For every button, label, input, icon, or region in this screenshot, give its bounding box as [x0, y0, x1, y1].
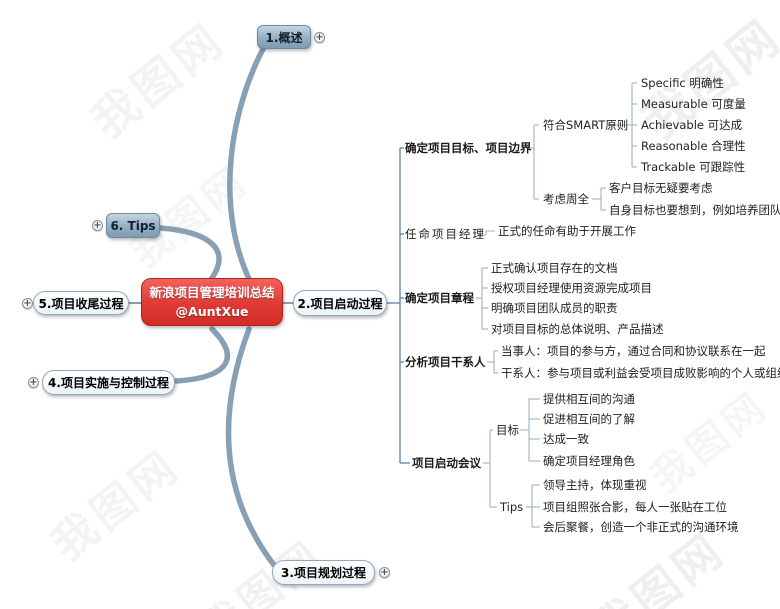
node-smart[interactable]: 符合SMART原则 [543, 118, 629, 132]
node-charter-item[interactable]: 正式确认项目存在的文档 [491, 261, 618, 275]
node-goal-item[interactable]: 促进相互间的了解 [543, 412, 635, 426]
node-smart-item[interactable]: Reasonable 合理性 [641, 139, 746, 153]
node-charter[interactable]: 确定项目章程 [405, 291, 474, 305]
expand-button-planning[interactable]: + [379, 567, 390, 578]
node-appoint-pm[interactable]: 任命项目经理 [405, 227, 486, 241]
expand-button-execution[interactable]: + [28, 377, 39, 388]
node-tips-item[interactable]: 会后聚餐，创造一个非正式的沟通环境 [543, 520, 739, 534]
topic-initiation[interactable]: 2.项目启动过程 [293, 290, 387, 316]
topic-tips[interactable]: 6. Tips [106, 213, 160, 238]
node-goal-item[interactable]: 达成一致 [543, 432, 589, 446]
node-stakeholder-item[interactable]: 当事人：项目的参与方，通过合同和协议联系在一起 [501, 344, 766, 358]
node-smart-item[interactable]: Trackable 可跟踪性 [641, 160, 746, 174]
node-charter-item[interactable]: 明确项目团队成员的职责 [491, 301, 618, 315]
central-topic-title: 新浪项目管理培训总结 [149, 284, 275, 300]
node-kickoff-tips[interactable]: Tips [500, 500, 524, 514]
topic-execution-control[interactable]: 4.项目实施与控制过程 [42, 370, 175, 395]
expand-button-closing[interactable]: + [22, 298, 33, 309]
node-smart-item[interactable]: Measurable 可度量 [641, 97, 746, 111]
topic-closing[interactable]: 5.项目收尾过程 [33, 291, 129, 315]
node-appoint-note[interactable]: 正式的任命有助于开展工作 [498, 224, 636, 238]
node-goal-item[interactable]: 提供相互间的沟通 [543, 392, 635, 406]
node-consider-item[interactable]: 自身目标也要想到，例如培养团队 [609, 203, 780, 217]
node-smart-item[interactable]: Achievable 可达成 [641, 118, 743, 132]
node-smart-item[interactable]: Specific 明确性 [641, 76, 724, 90]
expand-button-overview[interactable]: + [314, 32, 325, 43]
node-kickoff-goal[interactable]: 目标 [496, 423, 519, 437]
topic-overview[interactable]: 1.概述 [257, 25, 311, 49]
node-stakeholder[interactable]: 分析项目干系人 [405, 355, 486, 369]
topic-planning[interactable]: 3.项目规划过程 [272, 560, 375, 585]
central-topic[interactable]: 新浪项目管理培训总结 @AuntXue [141, 278, 283, 326]
node-consider-item[interactable]: 客户目标无疑要考虑 [609, 181, 713, 195]
node-tips-item[interactable]: 项目组照张合影，每人一张贴在工位 [543, 500, 727, 514]
node-consider[interactable]: 考虑周全 [543, 192, 589, 206]
node-goal-item[interactable]: 确定项目经理角色 [543, 454, 635, 468]
node-kickoff[interactable]: 项目启动会议 [412, 456, 481, 470]
node-charter-item[interactable]: 对项目目标的总体说明、产品描述 [491, 322, 664, 336]
node-stakeholder-item[interactable]: 干系人：参与项目或利益会受项目成败影响的个人或组织 [501, 366, 780, 380]
central-topic-subtitle: @AuntXue [175, 304, 249, 319]
expand-button-tips[interactable]: + [92, 220, 103, 231]
node-tips-item[interactable]: 领导主持，体现重视 [543, 478, 647, 492]
node-define-goal[interactable]: 确定项目目标、项目边界 [405, 141, 532, 155]
node-charter-item[interactable]: 授权项目经理使用资源完成项目 [491, 281, 652, 295]
